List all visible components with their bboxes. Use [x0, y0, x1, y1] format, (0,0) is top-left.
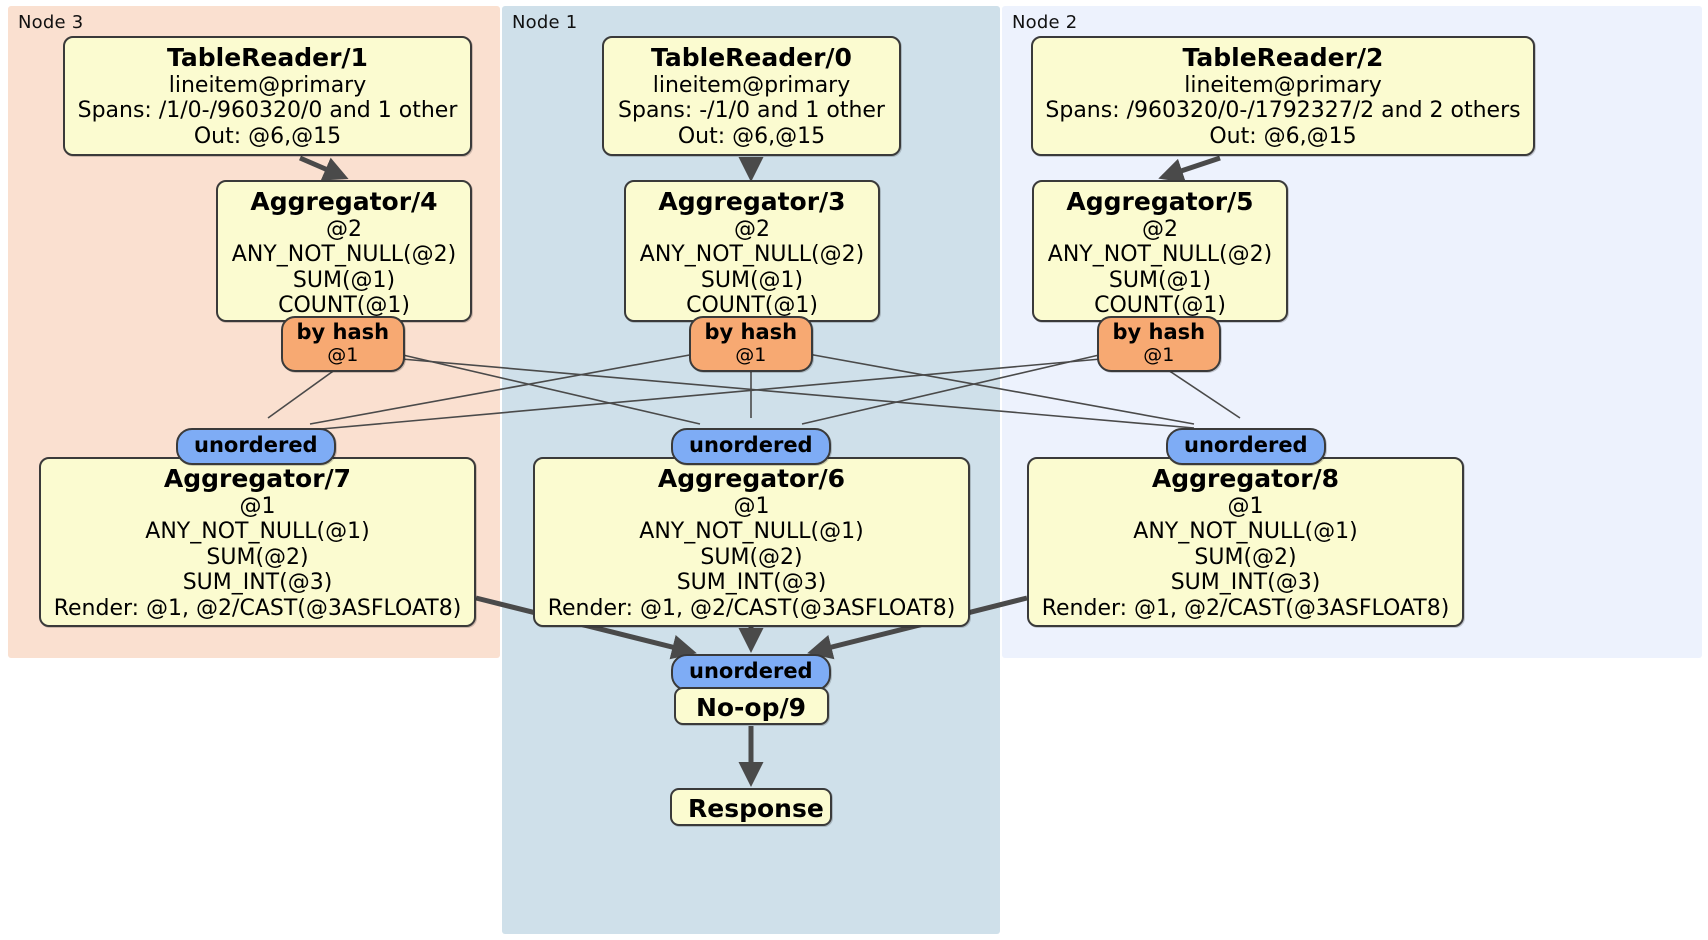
processor-title: Aggregator/6: [657, 464, 846, 493]
node-panel-label: Node 1: [512, 12, 578, 33]
processor-aggregator-6[interactable]: Aggregator/6 @1 ANY_NOT_NULL(@1) SUM(@2)…: [533, 457, 970, 627]
node-panel-label: Node 2: [1012, 12, 1078, 33]
processor-line: @2: [326, 216, 362, 242]
processor-title: No-op/9: [695, 693, 807, 722]
unordered-label: unordered: [689, 659, 813, 683]
edge-hash3-unordered8: [796, 351, 1195, 425]
processor-title: Aggregator/7: [163, 464, 352, 493]
node-panel-label: Node 3: [18, 12, 84, 33]
processor-line: Spans: /1/0-/960320/0 and 1 other: [77, 98, 458, 124]
processor-line: Spans: -/1/0 and 1 other: [618, 98, 885, 124]
processor-line: COUNT(@1): [686, 293, 818, 319]
unordered-synchronizer-badge[interactable]: unordered: [1166, 428, 1326, 465]
processor-line: SUM(@2): [700, 544, 803, 570]
processor-line: SUM(@2): [206, 544, 309, 570]
processor-line: lineitem@primary: [652, 72, 851, 98]
edge-hash4-unordered8: [389, 357, 1195, 429]
unordered-label: unordered: [194, 433, 318, 457]
processor-no-op-9[interactable]: No-op/9: [673, 687, 829, 725]
processor-tablereader-0[interactable]: TableReader/0 lineitem@primary Spans: -/…: [602, 36, 901, 156]
processor-line: SUM(@1): [292, 267, 396, 293]
processor-aggregator-8[interactable]: Aggregator/8 @1 ANY_NOT_NULL(@1) SUM(@2)…: [1027, 457, 1464, 627]
processor-line: ANY_NOT_NULL(@2): [1047, 242, 1273, 268]
processor-render-line: Render: @1, @2/CAST(@3ASFLOAT8): [547, 595, 956, 621]
processor-line: SUM_INT(@3): [1170, 570, 1321, 596]
processor-line: @1: [239, 493, 276, 519]
hash-router-label: by hash: [704, 320, 798, 344]
processor-render-line: Render: @1, @2/CAST(@3ASFLOAT8): [53, 595, 462, 621]
hash-router-badge[interactable]: by hash @1: [1096, 316, 1222, 372]
unordered-synchronizer-badge[interactable]: unordered: [671, 428, 831, 465]
processor-line: ANY_NOT_NULL(@1): [639, 519, 864, 545]
unordered-label: unordered: [689, 433, 813, 457]
edge-hash5-unordered7: [309, 357, 1113, 431]
processor-tablereader-2[interactable]: TableReader/2 lineitem@primary Spans: /9…: [1031, 36, 1535, 156]
processor-title: TableReader/2: [1182, 43, 1384, 72]
processor-line: ANY_NOT_NULL(@2): [231, 242, 457, 268]
edge-hash5-unordered8: [1158, 363, 1241, 419]
processor-line: SUM(@1): [700, 267, 804, 293]
processor-line: COUNT(@1): [278, 293, 410, 319]
processor-title: Aggregator/3: [658, 187, 846, 216]
processor-line: @2: [1142, 216, 1178, 242]
processor-line: lineitem@primary: [168, 72, 367, 98]
processor-line: SUM_INT(@3): [676, 570, 827, 596]
processor-line: SUM_INT(@3): [182, 570, 333, 596]
processor-line: COUNT(@1): [1094, 293, 1226, 319]
processor-line: Out: @6,@15: [1209, 123, 1357, 149]
processor-aggregator-4[interactable]: Aggregator/4 @2 ANY_NOT_NULL(@2) SUM(@1)…: [216, 180, 472, 322]
processor-line: lineitem@primary: [1184, 72, 1382, 98]
processor-title: TableReader/1: [167, 43, 368, 72]
unordered-synchronizer-badge[interactable]: unordered: [176, 428, 336, 465]
hash-router-label: by hash: [1112, 320, 1206, 344]
edge-hash4-unordered7: [267, 363, 344, 419]
processor-response[interactable]: Response: [670, 788, 832, 826]
processor-title: Aggregator/8: [1151, 464, 1340, 493]
processor-line: Spans: /960320/0-/1792327/2 and 2 others: [1045, 98, 1521, 124]
processor-line: SUM(@2): [1194, 544, 1297, 570]
hash-router-label: by hash: [296, 320, 390, 344]
processor-title: Aggregator/4: [250, 187, 438, 216]
edge-hash4-unordered6: [389, 351, 701, 425]
processor-aggregator-7[interactable]: Aggregator/7 @1 ANY_NOT_NULL(@1) SUM(@2)…: [39, 457, 476, 627]
processor-line: @1: [733, 493, 770, 519]
edge-hash3-unordered7: [309, 351, 707, 425]
processor-render-line: Render: @1, @2/CAST(@3ASFLOAT8): [1041, 595, 1450, 621]
hash-router-badge[interactable]: by hash @1: [688, 316, 814, 372]
processor-aggregator-5[interactable]: Aggregator/5 @2 ANY_NOT_NULL(@2) SUM(@1)…: [1032, 180, 1288, 322]
processor-title: Aggregator/5: [1066, 187, 1254, 216]
processor-title: Response: [688, 794, 824, 823]
hash-router-badge[interactable]: by hash @1: [280, 316, 406, 372]
unordered-label: unordered: [1184, 433, 1308, 457]
processor-aggregator-3[interactable]: Aggregator/3 @2 ANY_NOT_NULL(@2) SUM(@1)…: [624, 180, 880, 322]
processor-tablereader-1[interactable]: TableReader/1 lineitem@primary Spans: /1…: [63, 36, 472, 156]
hash-router-column: @1: [327, 343, 359, 366]
processor-line: Out: @6,@15: [193, 123, 342, 149]
unordered-synchronizer-badge[interactable]: unordered: [671, 654, 831, 691]
edge-hash5-unordered6: [801, 351, 1113, 425]
processor-line: @1: [1227, 493, 1264, 519]
edge-tablereader2-aggregator5: [1158, 155, 1221, 183]
processor-line: Out: @6,@15: [677, 123, 826, 149]
hash-router-column: @1: [735, 343, 767, 366]
processor-line: ANY_NOT_NULL(@1): [145, 519, 370, 545]
edge-tablereader1-aggregator4: [299, 155, 349, 181]
processor-line: SUM(@1): [1108, 267, 1212, 293]
processor-title: TableReader/0: [651, 43, 852, 72]
processor-line: ANY_NOT_NULL(@1): [1133, 519, 1358, 545]
processor-line: @2: [734, 216, 770, 242]
hash-router-column: @1: [1143, 343, 1175, 366]
processor-line: ANY_NOT_NULL(@2): [639, 242, 865, 268]
